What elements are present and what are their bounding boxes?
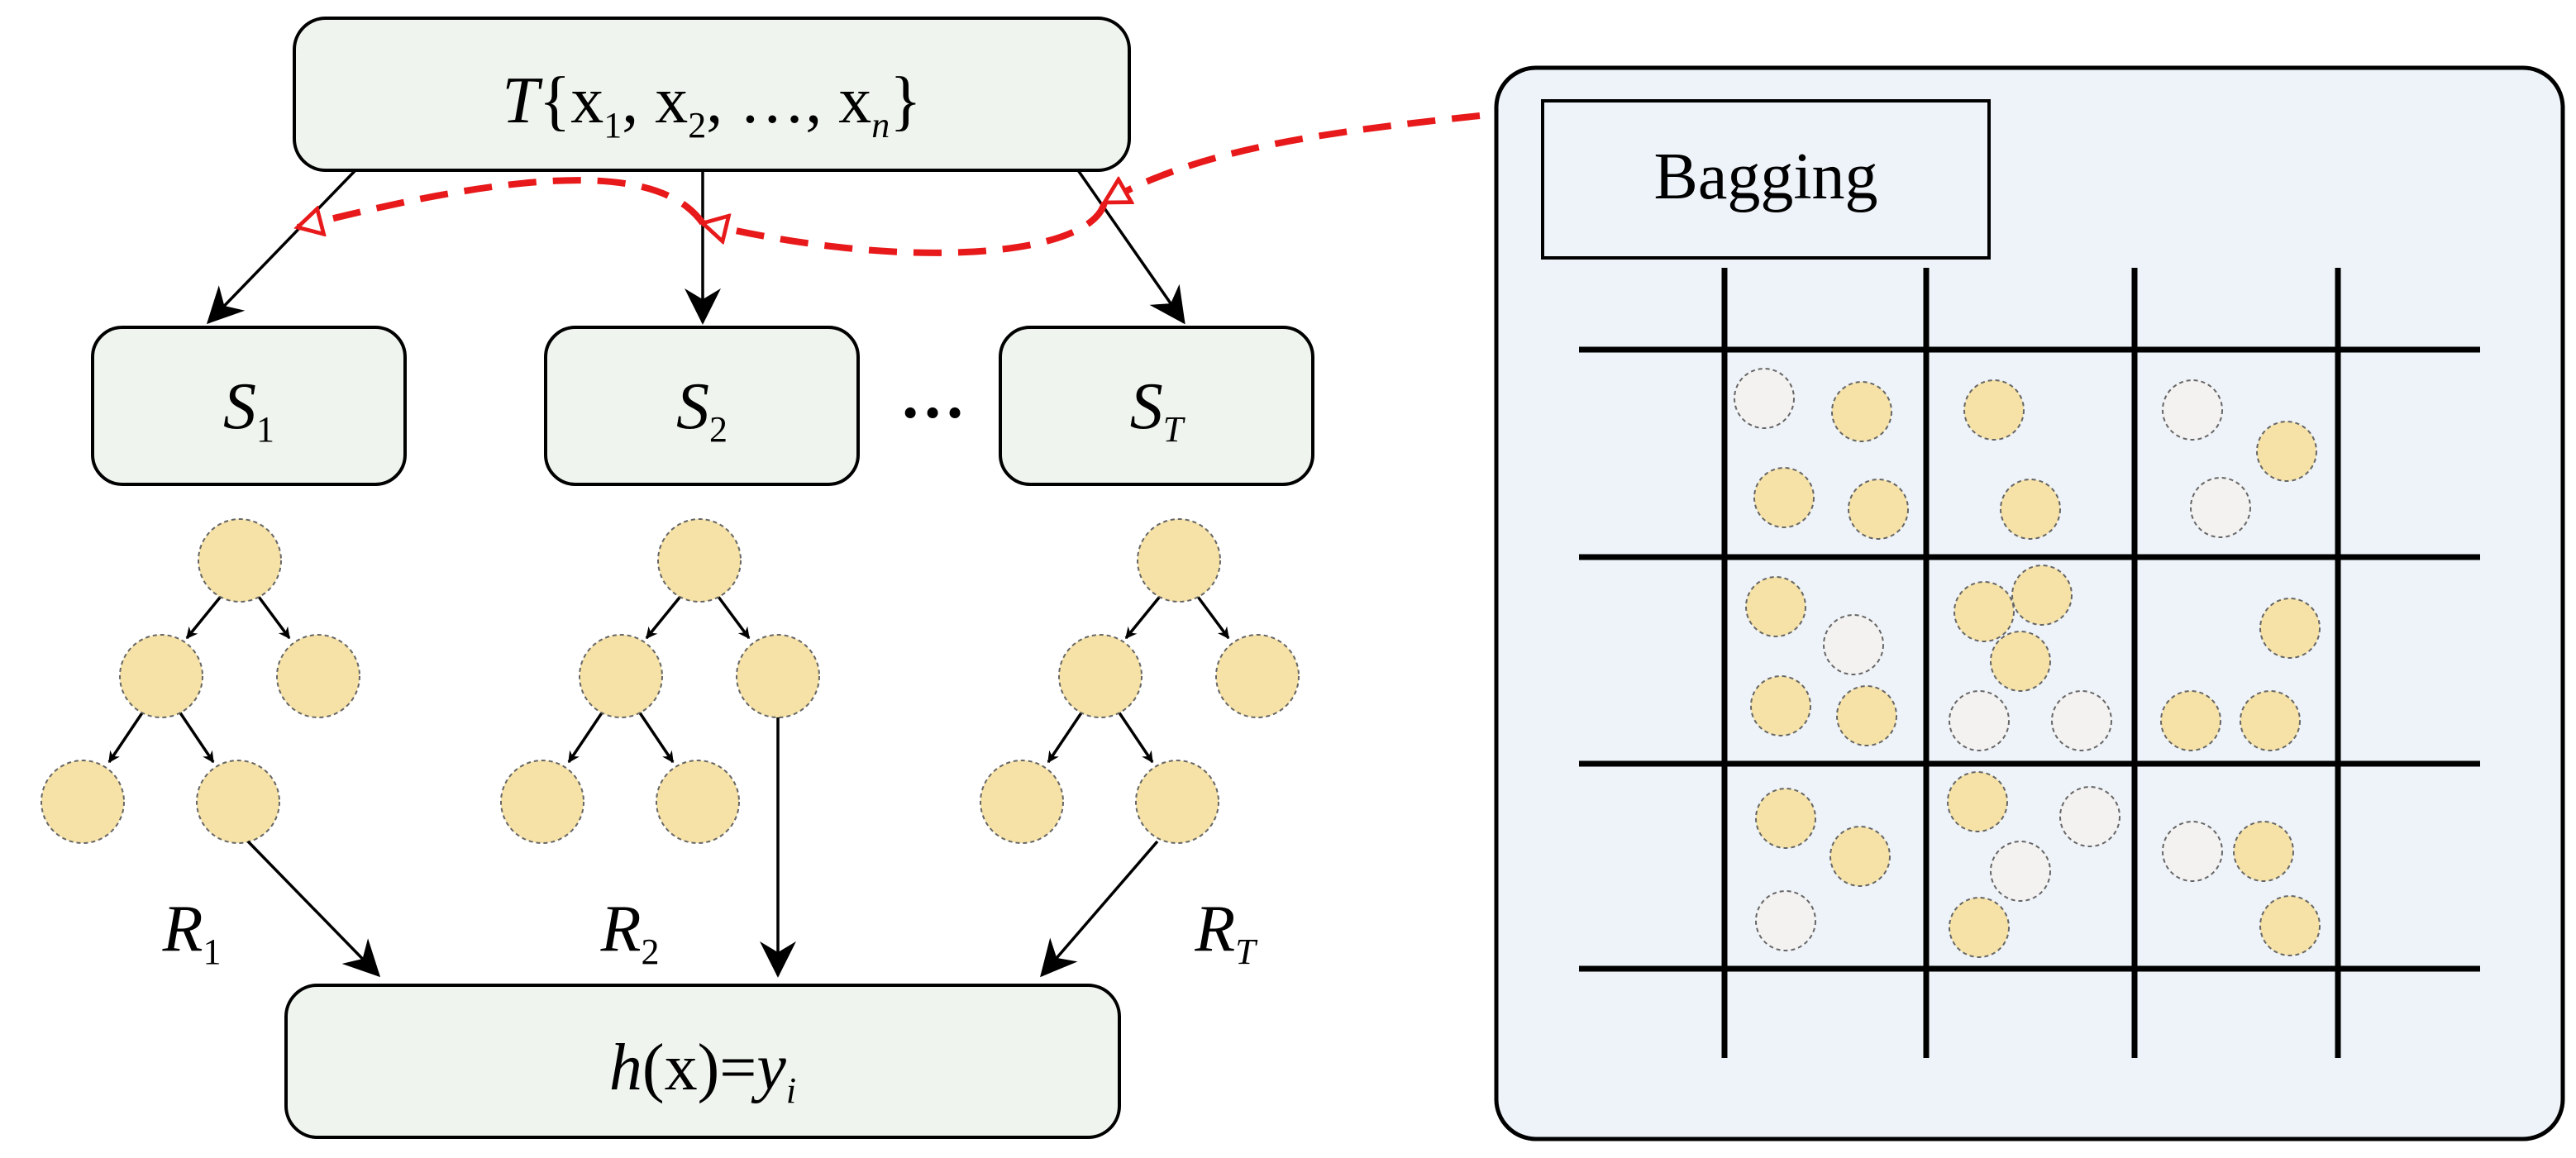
- bagging-sample: [2233, 821, 2294, 882]
- root-dataset-label: T{x1, x2, …, xn}: [502, 64, 921, 145]
- tree-node: [500, 760, 584, 844]
- tree-node: [579, 634, 663, 718]
- arrow-root-to-s1: [206, 169, 357, 325]
- bagging-sample: [1755, 890, 1816, 951]
- bagging-sample: [2259, 598, 2321, 659]
- subset-box-s2: S2: [544, 326, 860, 486]
- bagging-sample: [2059, 786, 2120, 847]
- bagging-sample: [1949, 897, 2010, 958]
- bagging-sample: [2259, 895, 2321, 956]
- bagging-sample: [1947, 771, 2008, 832]
- arrow-treet-to-output: [1040, 840, 1159, 978]
- tree-node: [198, 518, 282, 603]
- bagging-sample: [1745, 576, 1806, 637]
- bagging-sample: [1836, 685, 1897, 746]
- tree-node: [1137, 518, 1221, 603]
- bagging-dashed-arrow-to-st: [1104, 112, 1481, 206]
- bagging-sample: [1829, 826, 1891, 887]
- bagging-sample: [2051, 690, 2112, 751]
- subset-label-st: ST: [1130, 370, 1186, 450]
- bagging-sample: [1831, 381, 1892, 442]
- bagging-title-box: [1541, 99, 1991, 260]
- output-label: h(x)=yi: [609, 1032, 796, 1111]
- bagging-sample: [1963, 379, 2025, 441]
- bagging-sample: [2011, 565, 2073, 626]
- decision-tree-2: [500, 518, 820, 844]
- bagging-title: Bagging: [1653, 141, 1877, 213]
- tree-node: [980, 760, 1064, 844]
- decision-tree-1: [41, 518, 360, 844]
- tree-node: [196, 760, 280, 844]
- tree-node: [41, 760, 125, 844]
- subset-label-s2: S2: [676, 370, 727, 450]
- bagging-sample: [1848, 479, 1909, 540]
- result-label-r1: R1: [162, 893, 222, 972]
- root-dataset-box: T{x1, x2, …, xn}: [293, 17, 1131, 172]
- arrow-tree1-to-output: [246, 840, 381, 978]
- tree-node: [1135, 760, 1219, 844]
- bagging-dashed-arrow-to-s2: [703, 201, 1108, 256]
- subset-label-s1: S1: [223, 370, 274, 450]
- result-label-r2: R2: [600, 893, 660, 972]
- bagging-sample: [2000, 479, 2061, 540]
- bagging-sample: [2190, 477, 2251, 538]
- bagging-sample: [1990, 631, 2051, 692]
- bagging-sample: [1753, 467, 1815, 528]
- bagging-sample: [2256, 421, 2317, 482]
- bagging-sample: [2240, 690, 2301, 751]
- subset-box-st: ST: [999, 326, 1314, 486]
- tree-node: [736, 634, 820, 718]
- bagging-sample: [1990, 841, 2051, 902]
- bagging-sample: [1953, 581, 2015, 642]
- decision-tree-t: [980, 518, 1300, 844]
- bagging-sample: [2160, 690, 2221, 751]
- bagging-sample: [2162, 379, 2223, 441]
- bagging-sample: [1949, 690, 2010, 751]
- tree-node: [119, 634, 203, 718]
- tree-node: [1058, 634, 1143, 718]
- subset-box-s1: S1: [91, 326, 407, 486]
- bagging-sample: [2162, 821, 2223, 882]
- bagging-sample: [1734, 368, 1795, 429]
- bagging-grid: [1579, 268, 2480, 1058]
- tree-node: [656, 760, 740, 844]
- bagging-dashed-arrow-to-s1: [298, 177, 706, 227]
- bagging-panel: Bagging: [1494, 65, 2565, 1141]
- output-box: h(x)=yi: [284, 984, 1121, 1139]
- subset-ellipsis: …: [899, 360, 966, 432]
- arrow-root-to-st: [1076, 169, 1185, 325]
- tree-node: [1215, 634, 1300, 718]
- bagging-sample: [1823, 614, 1884, 675]
- result-label-rt: RT: [1194, 893, 1258, 972]
- tree-node: [276, 634, 360, 718]
- bagging-sample: [1755, 788, 1816, 849]
- bagging-sample: [1750, 675, 1811, 736]
- tree-node: [657, 518, 742, 603]
